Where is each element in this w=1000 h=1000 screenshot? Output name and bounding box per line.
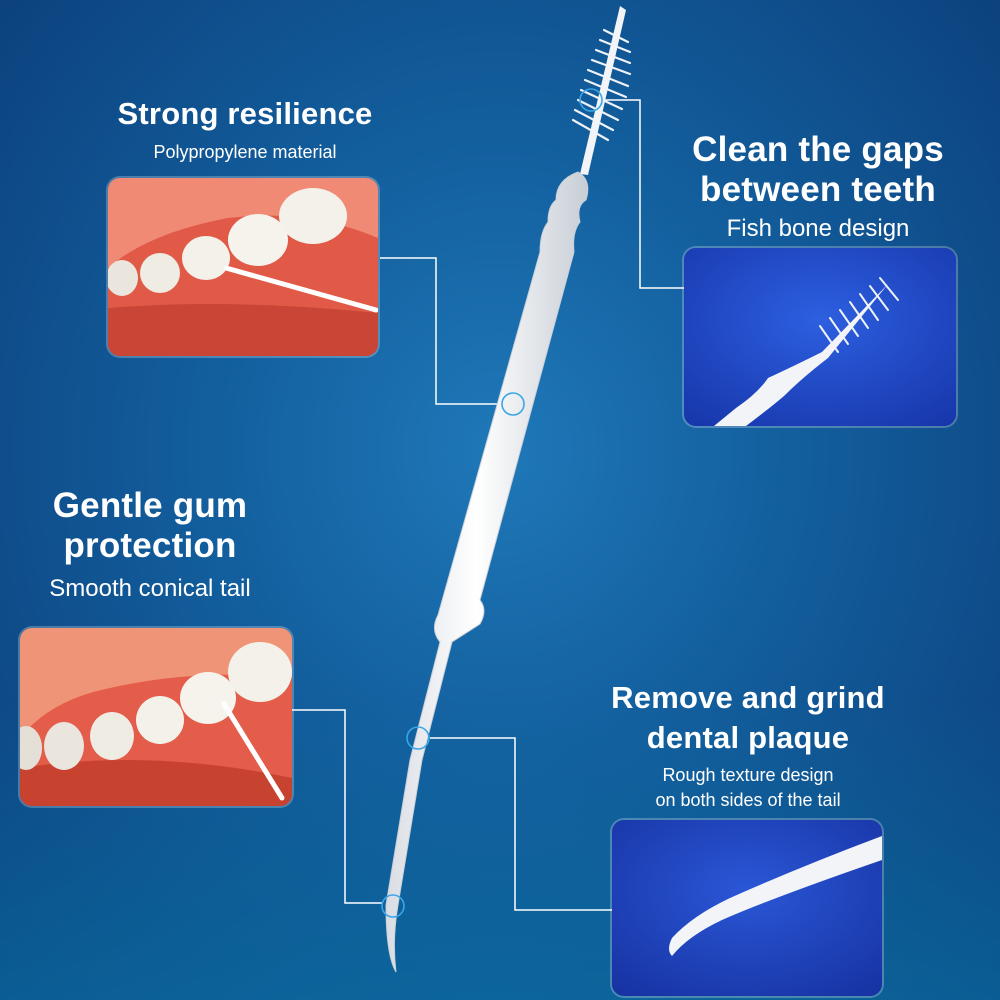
feature-resilience: Strong resilience Polypropylene material (100, 96, 390, 162)
feature-gaps: Clean the gaps between teeth Fish bone d… (660, 130, 976, 242)
toothpick-handle (385, 171, 589, 973)
feature-gum: Gentle gum protection Smooth conical tai… (10, 486, 290, 602)
connector-gum (290, 709, 382, 904)
connector-gaps (600, 99, 686, 289)
feature-subtitle: Polypropylene material (153, 141, 337, 162)
feature-subtitle: Smooth conical tail (49, 574, 251, 602)
photo-tail (612, 820, 882, 996)
brush-core (580, 6, 626, 175)
feature-title-line1: Clean the gaps (692, 130, 944, 169)
feature-title-line2: between teeth (700, 170, 936, 210)
connector-resilience (380, 257, 500, 405)
marker-rings (381, 88, 603, 918)
feature-title-line1: Gentle gum (52, 486, 248, 525)
feature-subtitle: Fish bone design (726, 214, 910, 242)
photo-teeth-resilience (108, 178, 378, 356)
feature-title-line2: dental plaque (646, 719, 850, 755)
connector-plaque (430, 737, 612, 911)
feature-subtitle-line1: Rough texture design (662, 765, 834, 786)
feature-subtitle-line2: on both sides of the tail (655, 789, 841, 810)
feature-title-line1: Remove and grind (611, 680, 885, 715)
feature-title: Strong resilience (117, 96, 373, 131)
feature-plaque: Remove and grind dental plaque Rough tex… (590, 680, 906, 811)
photo-teeth-gum (20, 628, 292, 806)
photo-brush-head (684, 248, 956, 426)
feature-title-line2: protection (63, 526, 237, 566)
